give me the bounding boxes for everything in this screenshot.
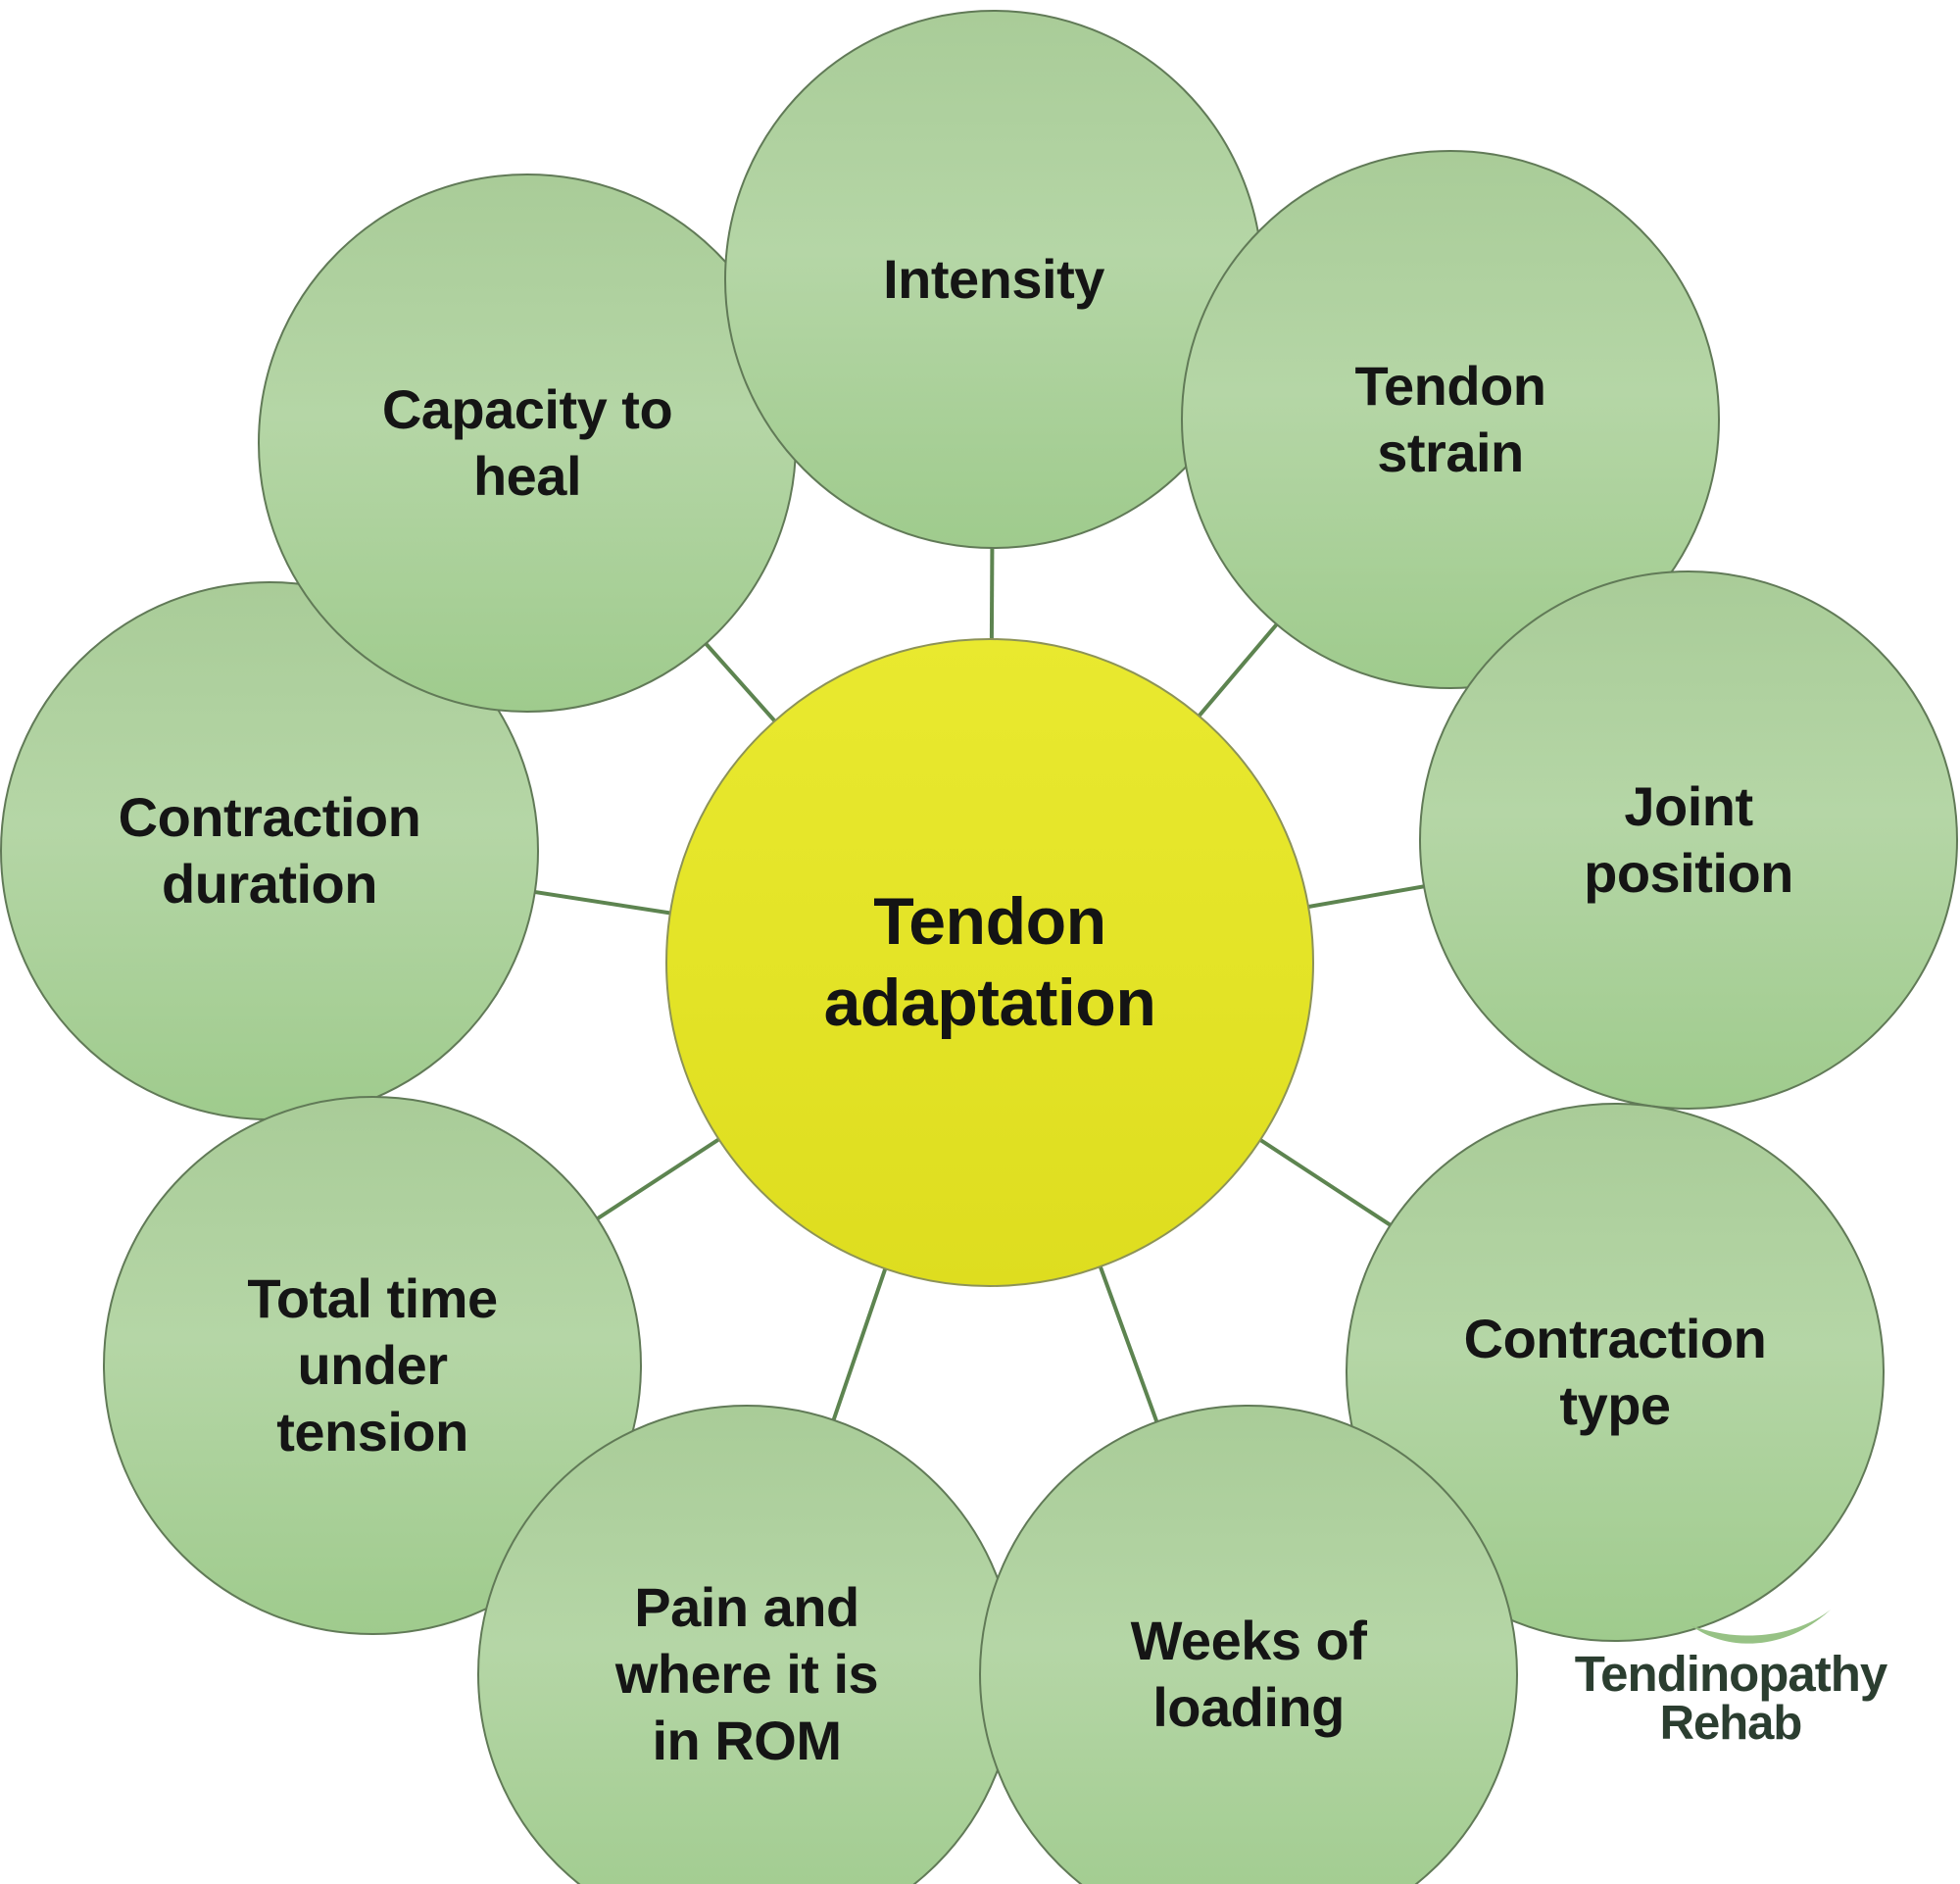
node-intensity: Intensity xyxy=(724,10,1263,549)
node-capacity-to-heal: Capacity to heal xyxy=(258,174,797,713)
tendinopathy-rehab-logo: Tendinopathy Rehab xyxy=(1525,1608,1936,1749)
node-label: Weeks of loading xyxy=(1130,1609,1367,1738)
node-label: Pain and where it is in ROM xyxy=(614,1575,879,1772)
node-label: Total time under tension xyxy=(247,1266,498,1463)
node-weeks-of-loading: Weeks of loading xyxy=(979,1405,1518,1884)
logo-text-line2: Rehab xyxy=(1659,1697,1803,1750)
node-label: Capacity to heal xyxy=(381,377,673,507)
node-joint-position: Joint position xyxy=(1419,570,1958,1110)
node-label: Joint position xyxy=(1584,774,1793,904)
logo-swoosh-icon xyxy=(1690,1610,1831,1644)
node-pain-and-where-it-is-in-rom: Pain and where it is in ROM xyxy=(477,1405,1016,1884)
node-label: Contraction duration xyxy=(118,785,421,915)
node-label: Contraction type xyxy=(1463,1307,1767,1436)
node-label: Tendon strain xyxy=(1354,354,1546,483)
center-node-label: Tendon adaptation xyxy=(823,884,1156,1040)
node-label: Intensity xyxy=(883,247,1104,310)
node-tendon-strain: Tendon strain xyxy=(1181,150,1720,689)
logo-text-line1: Tendinopathy xyxy=(1574,1646,1888,1702)
center-node-tendon-adaptation: Tendon adaptation xyxy=(665,638,1314,1287)
